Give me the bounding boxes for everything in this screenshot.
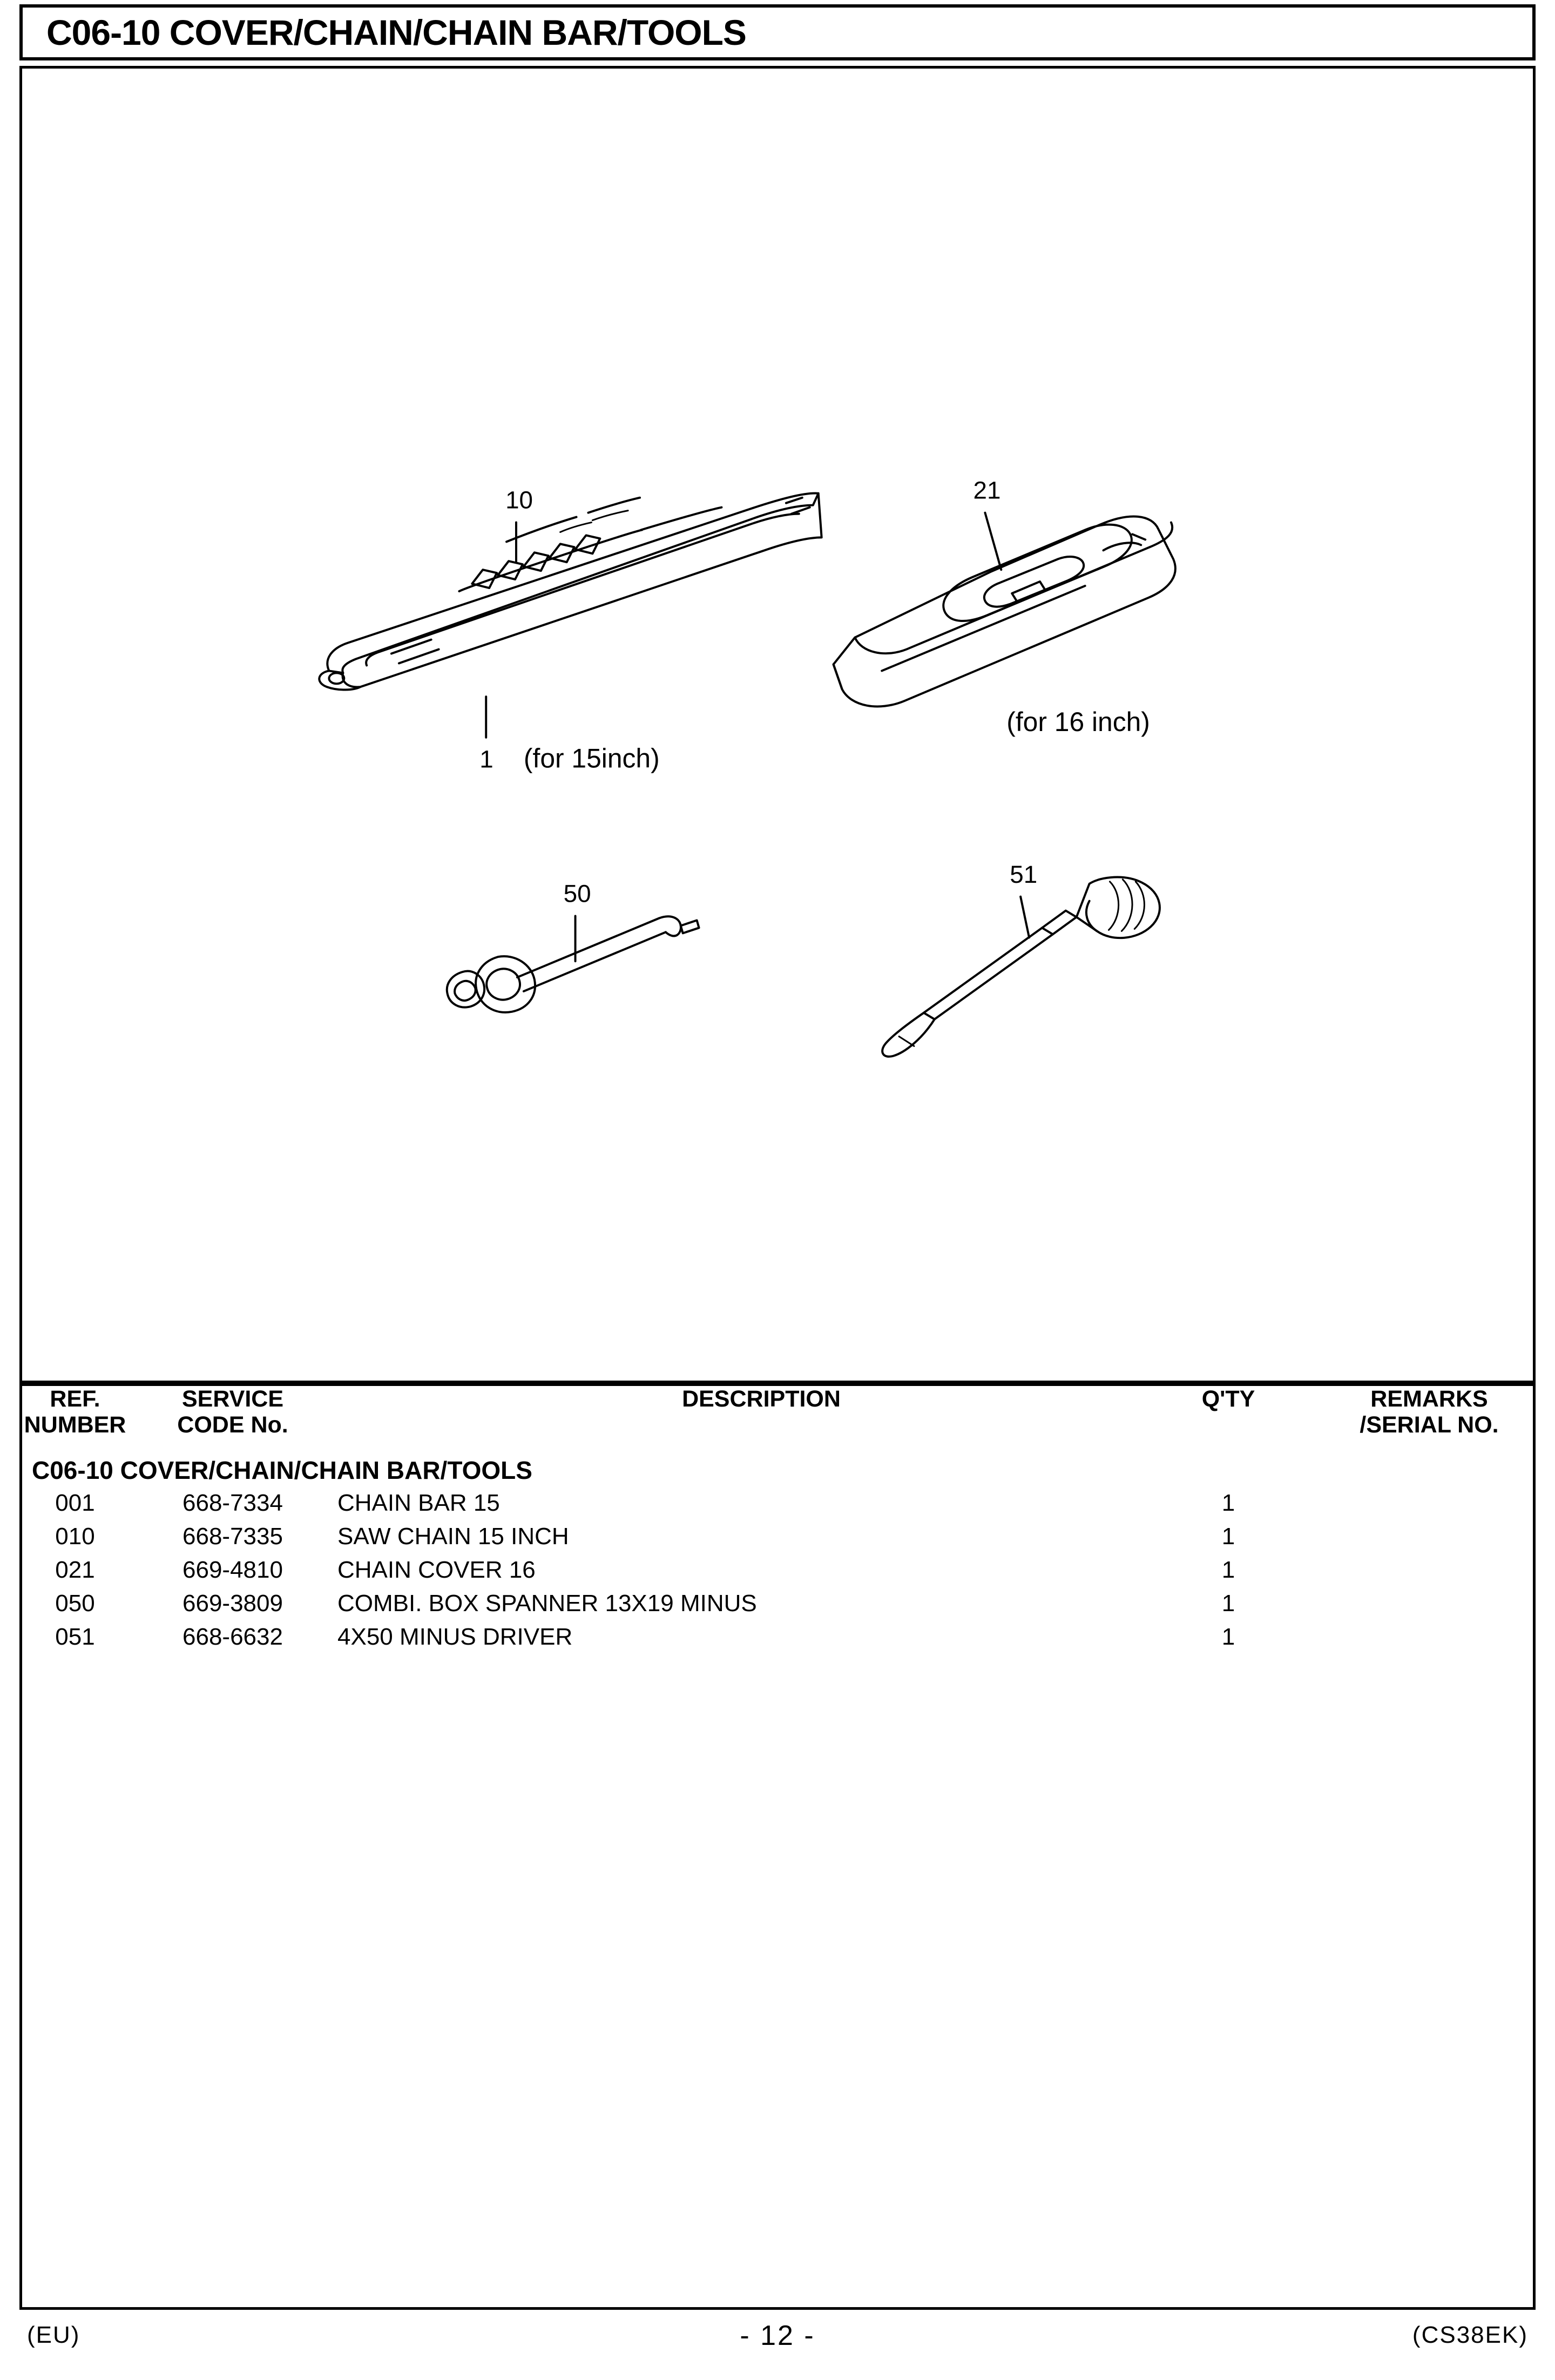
table-row: 010 668-7335 SAW CHAIN 15 INCH 1 [22, 1522, 1533, 1556]
column-header-ref-line1: REF. [50, 1386, 100, 1412]
row-ref: 021 [55, 1557, 95, 1583]
row-blank [1272, 1489, 1326, 1522]
row-remarks [1326, 1522, 1533, 1556]
table-header-row: REF. NUMBER SERVICE CODE No. DESCRIPTION… [22, 1386, 1533, 1455]
footer-market-code: (EU) [27, 2322, 80, 2348]
exploded-parts-illustration: 10 21 1 50 51 (for 15inch) (for 16 inch) [318, 477, 1177, 1058]
column-header-description-line1: DESCRIPTION [682, 1386, 841, 1412]
footer-model-code: (CS38EK) [1412, 2322, 1528, 2348]
column-header-code-line2: CODE No. [177, 1412, 288, 1438]
row-description: COMBI. BOX SPANNER 13X19 MINUS [337, 1590, 757, 1617]
page-title: C06-10 COVER/CHAIN/CHAIN BAR/TOOLS [46, 12, 747, 52]
row-ref: 050 [55, 1590, 95, 1617]
table-filler-row [22, 1656, 1533, 2307]
filler-code [128, 1656, 337, 2307]
row-qty: 1 [1221, 1490, 1235, 1516]
parts-table-frame: REF. NUMBER SERVICE CODE No. DESCRIPTION… [19, 1383, 1536, 2310]
table-row: 051 668-6632 4X50 MINUS DRIVER 1 [22, 1622, 1533, 1656]
row-blank [1272, 1522, 1326, 1556]
callout-10-label: 10 [505, 486, 533, 514]
column-header-qty: Q'TY [1185, 1386, 1272, 1455]
section-title: C06-10 COVER/CHAIN/CHAIN BAR/TOOLS [32, 1456, 532, 1484]
filler-description [337, 1656, 1185, 2307]
row-qty: 1 [1221, 1523, 1235, 1550]
table-section-row: C06-10 COVER/CHAIN/CHAIN BAR/TOOLS [22, 1455, 1533, 1489]
row-blank [1272, 1556, 1326, 1589]
row-remarks [1326, 1589, 1533, 1622]
chain-cover-drawing [832, 515, 1177, 708]
column-header-blank [1272, 1386, 1326, 1455]
row-qty: 1 [1221, 1557, 1235, 1583]
table-row: 021 669-4810 CHAIN COVER 16 1 [22, 1556, 1533, 1589]
section-blank-cell [1272, 1455, 1326, 1489]
table-row: 001 668-7334 CHAIN BAR 15 1 [22, 1489, 1533, 1522]
row-remarks [1326, 1622, 1533, 1656]
page-footer: (EU) - 12 - (CS38EK) [19, 2320, 1536, 2359]
row-qty: 1 [1221, 1590, 1235, 1617]
row-remarks [1326, 1556, 1533, 1589]
note-16inch-label: (for 16 inch) [1006, 707, 1150, 737]
column-header-description: DESCRIPTION [337, 1386, 1185, 1455]
row-code: 668-6632 [182, 1624, 283, 1650]
illustration-frame: 10 21 1 50 51 (for 15inch) (for 16 inch) [19, 66, 1536, 1383]
row-code: 669-4810 [182, 1557, 283, 1583]
callout-50-label: 50 [564, 880, 591, 908]
row-description: CHAIN BAR 15 [337, 1490, 500, 1516]
column-header-ref: REF. NUMBER [22, 1386, 128, 1455]
filler-qty [1185, 1656, 1272, 2307]
row-ref: 010 [55, 1523, 95, 1550]
callout-1-label: 1 [479, 746, 493, 773]
row-qty: 1 [1221, 1624, 1235, 1650]
filler-blank [1272, 1656, 1326, 2307]
row-ref: 051 [55, 1624, 95, 1650]
callout-21-label: 21 [973, 477, 1001, 504]
column-header-ref-line2: NUMBER [24, 1412, 126, 1438]
filler-ref [22, 1656, 128, 2307]
table-row: 050 669-3809 COMBI. BOX SPANNER 13X19 MI… [22, 1589, 1533, 1622]
row-code: 668-7335 [182, 1523, 283, 1550]
column-header-remarks: REMARKS /SERIAL NO. [1326, 1386, 1533, 1455]
column-header-qty-line1: Q'TY [1201, 1386, 1255, 1412]
row-blank [1272, 1622, 1326, 1656]
section-qty-cell [1185, 1455, 1272, 1489]
page-title-bar: C06-10 COVER/CHAIN/CHAIN BAR/TOOLS [19, 4, 1536, 60]
row-code: 669-3809 [182, 1590, 283, 1617]
row-code: 668-7334 [182, 1490, 283, 1516]
callout-51-leader [1019, 895, 1031, 939]
chain-bar-drawing [318, 492, 823, 691]
minus-driver-drawing [881, 876, 1161, 1058]
filler-remarks [1326, 1656, 1533, 2307]
column-header-remarks-line1: REMARKS [1370, 1386, 1488, 1412]
row-ref: 001 [55, 1490, 95, 1516]
column-header-remarks-line2: /SERIAL NO. [1360, 1412, 1499, 1438]
row-description: SAW CHAIN 15 INCH [337, 1523, 569, 1550]
row-remarks [1326, 1489, 1533, 1522]
note-15inch-label: (for 15inch) [524, 743, 660, 774]
section-remarks-cell [1326, 1455, 1533, 1489]
callout-21-leader [984, 511, 1003, 571]
parts-table: REF. NUMBER SERVICE CODE No. DESCRIPTION… [22, 1386, 1533, 2307]
column-header-code-line1: SERVICE [182, 1386, 283, 1412]
row-description: CHAIN COVER 16 [337, 1557, 536, 1583]
row-description: 4X50 MINUS DRIVER [337, 1624, 573, 1650]
row-blank [1272, 1589, 1326, 1622]
column-header-code: SERVICE CODE No. [128, 1386, 337, 1455]
callout-51-label: 51 [1010, 861, 1037, 888]
box-spanner-drawing [445, 915, 700, 1013]
footer-page-number: - 12 - [740, 2320, 815, 2351]
